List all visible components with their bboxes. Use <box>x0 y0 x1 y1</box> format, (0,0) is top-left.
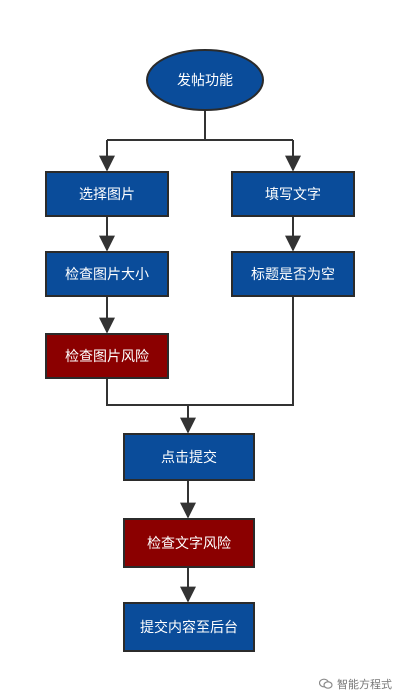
node-select-image: 选择图片 <box>45 171 169 217</box>
node-fill-text: 填写文字 <box>231 171 355 217</box>
node-submit-backend-label: 提交内容至后台 <box>140 619 238 636</box>
node-check-text-risk: 检查文字风险 <box>123 518 255 568</box>
wechat-icon <box>318 678 333 690</box>
node-start: 发帖功能 <box>146 49 264 111</box>
node-check-text-risk-label: 检查文字风险 <box>147 536 231 552</box>
node-check-image-risk: 检查图片风险 <box>45 333 169 379</box>
node-check-image-risk-label: 检查图片风险 <box>65 349 149 365</box>
node-start-label: 发帖功能 <box>177 73 233 89</box>
edge-title-merge <box>188 297 294 406</box>
node-title-empty-label: 标题是否为空 <box>251 267 335 283</box>
watermark-text: 智能方程式 <box>337 678 392 691</box>
edge-image-risk-merge <box>106 378 188 406</box>
node-submit-backend: 提交内容至后台 <box>123 602 255 652</box>
node-fill-text-label: 填写文字 <box>265 187 321 203</box>
node-check-image-size-label: 检查图片大小 <box>65 267 149 283</box>
node-select-image-label: 选择图片 <box>79 187 135 203</box>
node-click-submit-label: 点击提交 <box>161 449 217 466</box>
node-check-image-size: 检查图片大小 <box>45 251 169 297</box>
edges <box>99 110 301 603</box>
node-title-empty: 标题是否为空 <box>231 251 355 297</box>
watermark: 智能方程式 <box>318 676 392 692</box>
node-click-submit: 点击提交 <box>123 433 255 481</box>
